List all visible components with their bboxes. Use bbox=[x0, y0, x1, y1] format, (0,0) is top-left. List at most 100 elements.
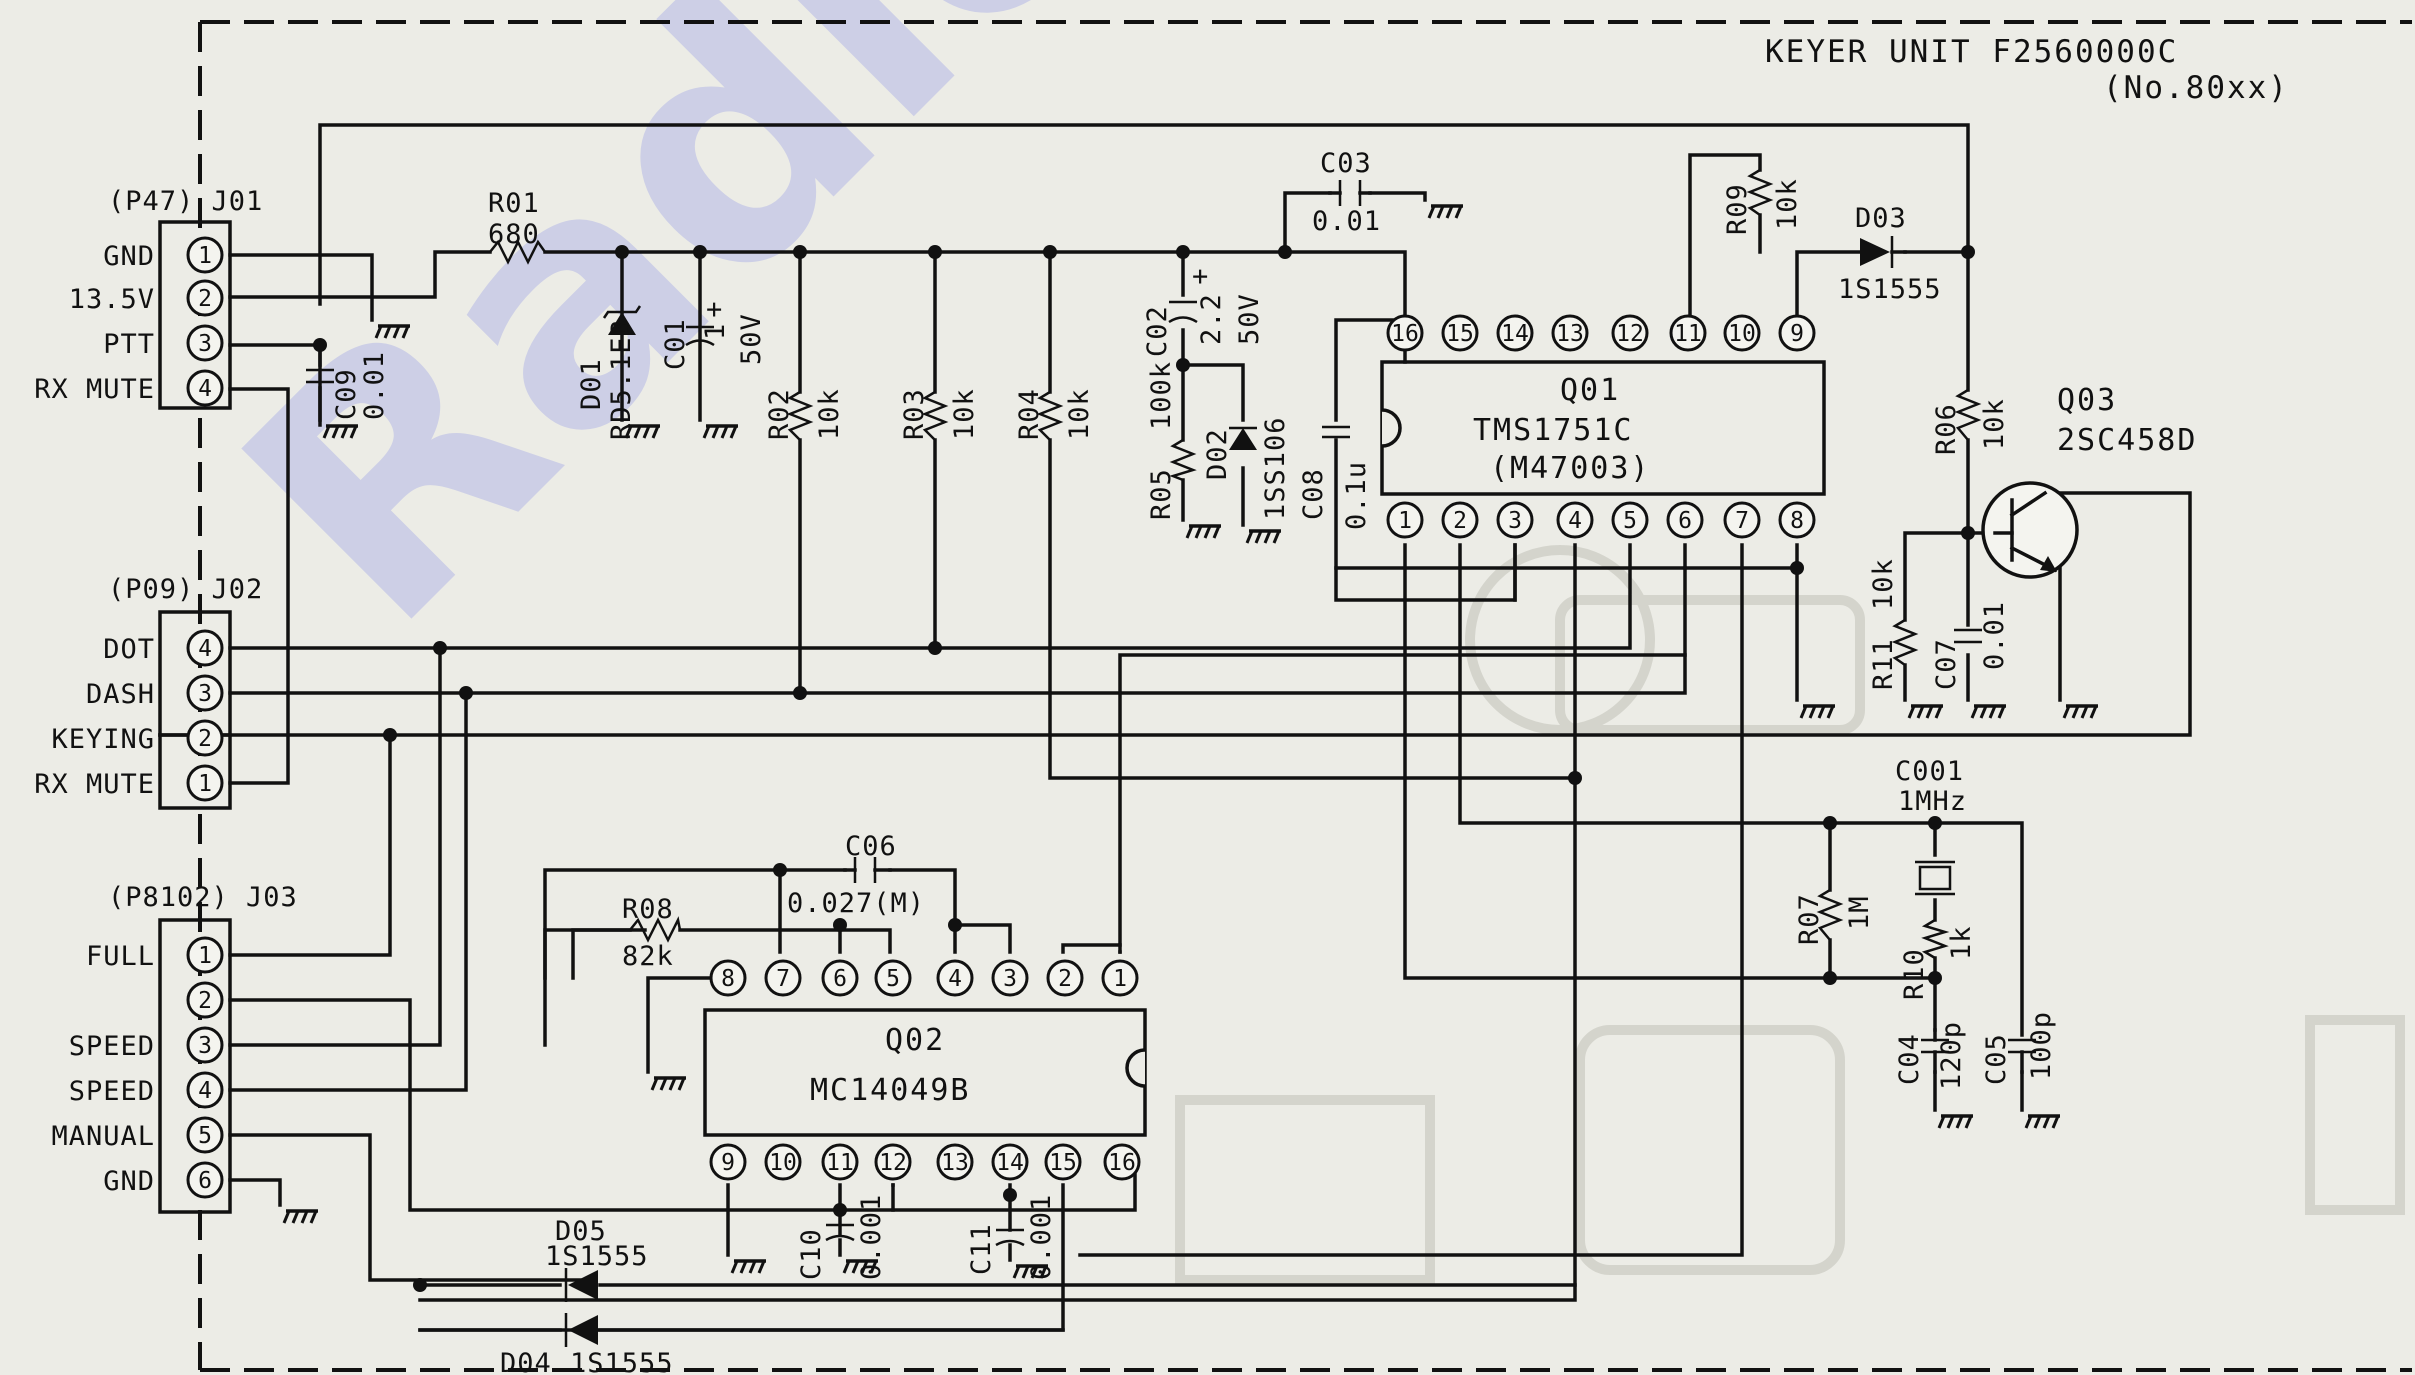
svg-text:MC14049B: MC14049B bbox=[810, 1073, 971, 1108]
svg-text:+: + bbox=[706, 294, 723, 325]
ic-q02: Q02 MC14049B 8 7 6 5 4 3 2 1 9 10 11 12 … bbox=[703, 959, 1147, 1181]
capacitor-c04: C04 120p bbox=[1894, 1021, 1967, 1090]
capacitor-c09: C09 0.01 bbox=[306, 351, 390, 420]
svg-text:C001: C001 bbox=[1895, 756, 1964, 787]
svg-text:C10: C10 bbox=[796, 1228, 827, 1280]
transistor-q03: Q03 2SC458D bbox=[1981, 383, 2197, 579]
crystal-c001: C001 1MHz bbox=[1895, 756, 1967, 896]
svg-text:Q03: Q03 bbox=[2057, 383, 2117, 418]
connector-pin: 2 13.5V bbox=[69, 279, 224, 317]
ic-top-pins: 16 15 14 13 12 11 10 9 bbox=[1386, 314, 1816, 364]
svg-text:FULL: FULL bbox=[86, 941, 155, 972]
wiring bbox=[158, 123, 2192, 1332]
svg-text:4: 4 bbox=[948, 966, 962, 992]
resistor-r08: R08 82k bbox=[622, 894, 682, 972]
svg-text:10k: 10k bbox=[814, 388, 845, 440]
svg-text:1MHz: 1MHz bbox=[1898, 786, 1967, 817]
svg-text:(M47003): (M47003) bbox=[1490, 451, 1651, 486]
background-ghosts bbox=[1175, 545, 2405, 1285]
svg-text:R08: R08 bbox=[622, 894, 674, 925]
svg-text:0.001: 0.001 bbox=[856, 1194, 887, 1280]
svg-text:RD5.1EB: RD5.1EB bbox=[606, 319, 637, 440]
svg-text:1: 1 bbox=[1398, 508, 1412, 534]
svg-text:C09: C09 bbox=[331, 368, 362, 420]
svg-text:13: 13 bbox=[941, 1150, 969, 1176]
svg-text:9: 9 bbox=[1790, 321, 1804, 347]
capacitor-c02: + C02 2.2 50V bbox=[1142, 261, 1265, 357]
svg-text:10k: 10k bbox=[1979, 398, 2010, 450]
svg-text:100k: 100k bbox=[1146, 361, 1177, 430]
capacitor-c01: + C01 1 50V bbox=[660, 294, 767, 370]
svg-text:D01: D01 bbox=[576, 358, 607, 410]
svg-text:4: 4 bbox=[198, 636, 212, 662]
svg-text:6: 6 bbox=[833, 966, 847, 992]
svg-text:10: 10 bbox=[1728, 321, 1756, 347]
svg-text:10k: 10k bbox=[1064, 388, 1095, 440]
svg-text:10k: 10k bbox=[949, 388, 980, 440]
svg-text:R03: R03 bbox=[899, 388, 930, 440]
svg-text:4: 4 bbox=[1568, 508, 1582, 534]
svg-text:C11: C11 bbox=[966, 1223, 997, 1275]
svg-text:3: 3 bbox=[1003, 966, 1017, 992]
svg-text:C07: C07 bbox=[1931, 638, 1962, 690]
svg-text:8: 8 bbox=[1790, 508, 1804, 534]
resistor-r11: R11 10k bbox=[1868, 558, 1919, 690]
connector-pin: 4 RX MUTE bbox=[34, 369, 224, 407]
resistor-r06: R06 10k bbox=[1931, 388, 2010, 455]
svg-text:6: 6 bbox=[1678, 508, 1692, 534]
svg-text:R11: R11 bbox=[1868, 638, 1899, 690]
svg-text:R07: R07 bbox=[1794, 893, 1825, 945]
svg-text:RX MUTE: RX MUTE bbox=[34, 769, 155, 800]
svg-text:11: 11 bbox=[826, 1150, 854, 1176]
svg-text:1S1555: 1S1555 bbox=[545, 1241, 649, 1272]
svg-text:5: 5 bbox=[1623, 508, 1637, 534]
svg-text:7: 7 bbox=[1735, 508, 1749, 534]
capacitor-c07: C07 0.01 bbox=[1931, 601, 2010, 690]
svg-text:3: 3 bbox=[198, 331, 212, 357]
svg-text:10k: 10k bbox=[1772, 178, 1803, 230]
svg-text:R02: R02 bbox=[764, 388, 795, 440]
svg-text:RX MUTE: RX MUTE bbox=[34, 374, 155, 405]
svg-text:13.5V: 13.5V bbox=[69, 284, 155, 315]
unit-serial: (No.80xx) bbox=[2103, 70, 2289, 106]
connector-pin: 1 GND bbox=[103, 236, 224, 274]
svg-text:PTT: PTT bbox=[103, 329, 155, 360]
unit-title: KEYER UNIT F2560000C bbox=[1765, 34, 2178, 70]
svg-text:10k: 10k bbox=[1868, 558, 1899, 610]
svg-text:1S1555: 1S1555 bbox=[1838, 274, 1942, 305]
resistor-r05: R05 100k bbox=[1146, 361, 1197, 520]
resistor-r09: R09 10k bbox=[1722, 168, 1803, 235]
svg-text:1: 1 bbox=[700, 323, 731, 340]
svg-text:7: 7 bbox=[776, 966, 790, 992]
svg-text:1: 1 bbox=[198, 243, 212, 269]
resistor-r03: R03 10k bbox=[899, 388, 980, 441]
svg-text:D04: D04 bbox=[500, 1348, 552, 1375]
svg-text:R10: R10 bbox=[1899, 948, 1930, 1000]
svg-text:R04: R04 bbox=[1014, 388, 1045, 440]
svg-text:10: 10 bbox=[769, 1150, 797, 1176]
svg-text:DASH: DASH bbox=[86, 679, 155, 710]
svg-text:+: + bbox=[1192, 261, 1209, 292]
resistor-r10: R10 1k bbox=[1899, 918, 1977, 1000]
svg-text:GND: GND bbox=[103, 241, 155, 272]
svg-text:6: 6 bbox=[198, 1168, 212, 1194]
svg-text:MANUAL: MANUAL bbox=[51, 1121, 155, 1152]
connector-pin: 2 bbox=[186, 981, 224, 1019]
capacitor-c08: C08 0.1u bbox=[1298, 425, 1372, 530]
svg-text:2.2: 2.2 bbox=[1196, 293, 1227, 345]
svg-text:2SC458D: 2SC458D bbox=[2057, 423, 2197, 458]
svg-text:D02: D02 bbox=[1202, 428, 1233, 480]
svg-text:0.027(M): 0.027(M) bbox=[787, 888, 925, 919]
svg-text:4: 4 bbox=[198, 1078, 212, 1104]
svg-text:2: 2 bbox=[198, 286, 212, 312]
svg-text:D05: D05 bbox=[555, 1216, 607, 1247]
resistor-r04: R04 10k bbox=[1014, 388, 1095, 441]
svg-text:C02: C02 bbox=[1142, 305, 1173, 357]
svg-text:4: 4 bbox=[198, 376, 212, 402]
